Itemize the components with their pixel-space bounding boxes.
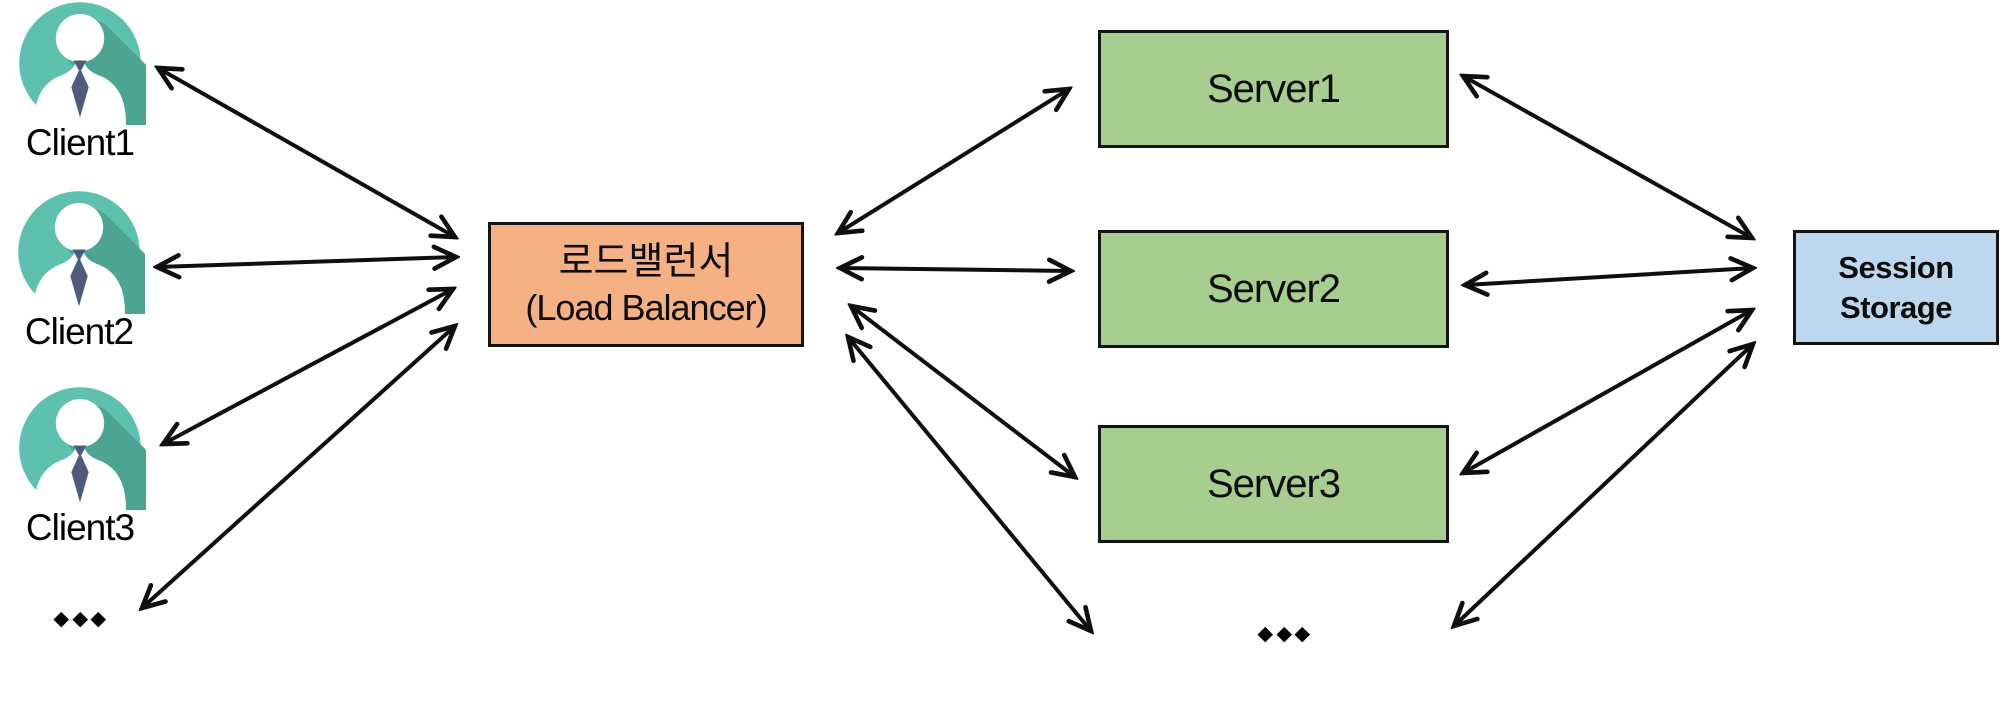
connection-server3-session-storage — [1463, 310, 1752, 473]
connection-servers-more-session-storage — [1454, 344, 1753, 626]
load-balancer-label-korean: 로드밸런서 — [558, 241, 734, 284]
ellipsis-dot — [1294, 626, 1310, 642]
client2-node: Client2 — [0, 190, 159, 350]
ellipsis-dot — [1257, 626, 1273, 642]
connection-client3-load-balancer — [163, 289, 453, 444]
connection-load-balancer-server3 — [851, 306, 1075, 477]
client1-node: Client1 — [0, 1, 160, 161]
connection-clients-more-load-balancer — [142, 326, 455, 608]
connection-client1-load-balancer — [158, 68, 455, 237]
server2-box: Server2 — [1098, 230, 1449, 348]
session-storage-box: Session Storage — [1793, 230, 1999, 345]
servers-ellipsis — [1257, 626, 1310, 642]
connection-load-balancer-server2 — [840, 268, 1071, 271]
connection-load-balancer-server1 — [838, 89, 1069, 233]
server3-label: Server3 — [1206, 461, 1341, 506]
connection-server1-session-storage — [1463, 76, 1752, 238]
connection-server2-session-storage — [1465, 268, 1753, 285]
client1-label: Client1 — [25, 122, 135, 163]
user-icon — [18, 191, 140, 313]
user-icon — [19, 387, 141, 509]
client2-label: Client2 — [24, 311, 134, 352]
server3-box: Server3 — [1098, 425, 1449, 543]
server2-label: Server2 — [1206, 266, 1341, 311]
ellipsis-dot — [72, 611, 88, 627]
ellipsis-dot — [1276, 626, 1292, 642]
connection-client2-load-balancer — [157, 257, 456, 267]
user-icon — [19, 2, 141, 124]
clients-ellipsis — [53, 611, 106, 627]
server1-label: Server1 — [1206, 66, 1341, 111]
server1-box: Server1 — [1098, 30, 1449, 148]
connection-load-balancer-servers-more — [848, 337, 1091, 631]
load-balancer-label-english: (Load Balancer) — [525, 286, 767, 328]
session-storage-label-line1: Session — [1838, 250, 1954, 286]
client3-label: Client3 — [25, 507, 135, 548]
ellipsis-dot — [53, 611, 69, 627]
ellipsis-dot — [90, 611, 106, 627]
client3-node: Client3 — [0, 386, 160, 546]
session-storage-label-line2: Storage — [1840, 289, 1952, 325]
load-balancer-box: 로드밸런서 (Load Balancer) — [488, 222, 804, 347]
